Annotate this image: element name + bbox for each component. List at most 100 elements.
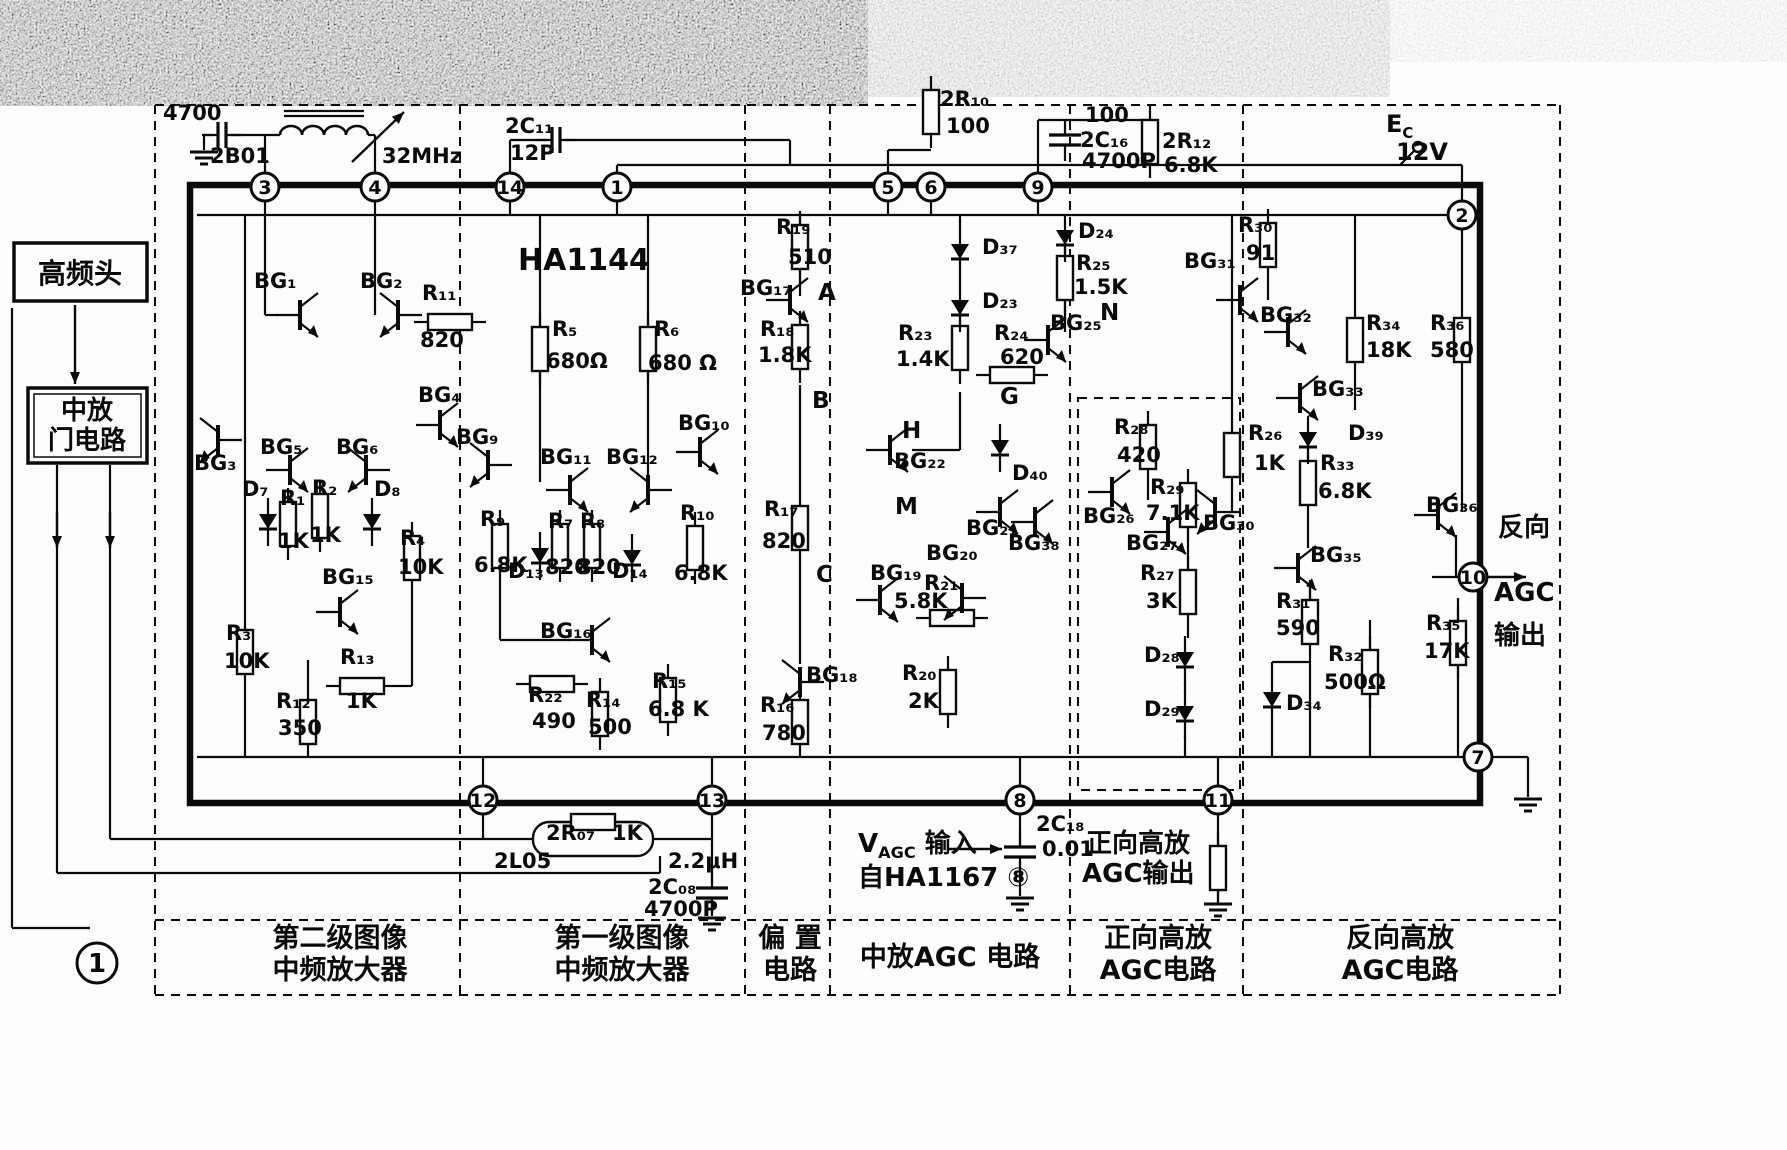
svg-text:12: 12 xyxy=(470,790,496,812)
d8-label: D₈ xyxy=(374,477,401,501)
pin-5: 5 xyxy=(872,171,904,203)
r30-value: 91 xyxy=(1246,241,1275,265)
res-r22 xyxy=(516,674,588,694)
if-gate-label-1: 中放 xyxy=(61,395,114,426)
bg22-label: BG₂₂ xyxy=(894,449,946,473)
r24-value: 620 xyxy=(1000,345,1044,369)
scan-noise-band-light xyxy=(1390,0,1787,62)
res-r35 xyxy=(1448,607,1468,679)
bjt-bg30 xyxy=(1196,489,1239,535)
r31-value: 590 xyxy=(1276,616,1320,640)
res-r11 xyxy=(414,312,486,332)
pin-7: 7 xyxy=(1462,741,1494,773)
arrow xyxy=(1487,572,1526,582)
tuner-box xyxy=(12,241,149,303)
pin-1: 1 xyxy=(601,171,633,203)
bg9-label: BG₉ xyxy=(456,425,498,449)
cap-4700-label: 4700 xyxy=(163,101,221,125)
freq-32mhz-label: 32MHz xyxy=(382,144,462,168)
r8-value: 820 xyxy=(577,555,621,579)
node-m: M xyxy=(895,494,918,520)
d23-label: D₂₃ xyxy=(982,289,1018,313)
r11-value: 820 xyxy=(420,328,464,352)
cap-2c08-label: 2C₀₈ xyxy=(648,875,696,899)
bg38-label: BG₃₈ xyxy=(1008,531,1060,555)
cap-4700 xyxy=(202,122,242,148)
pin-8: 8 xyxy=(1004,784,1036,816)
res-r34 xyxy=(1345,304,1365,376)
figure-marker-label: 1 xyxy=(88,949,106,979)
r4-label: R₄ xyxy=(400,526,425,550)
arrow xyxy=(105,512,115,548)
bg2-label: BG₂ xyxy=(360,269,402,293)
r22-value: 490 xyxy=(532,709,576,733)
d24-label: D₂₄ xyxy=(1078,219,1114,243)
d7-label: D₇ xyxy=(242,477,269,501)
power-name: EC​ xyxy=(1386,110,1413,142)
bg20-label: BG₂₀ xyxy=(926,541,978,565)
ground-symbol xyxy=(1204,902,1232,918)
coil-2b01-label: 2B01 xyxy=(210,144,270,168)
bg18-label: BG₁₈ xyxy=(806,663,858,687)
r20-label: R₂₀ xyxy=(902,661,937,685)
svg-text:9: 9 xyxy=(1031,177,1044,199)
r17-label: R₁₇ xyxy=(764,497,799,521)
r25-label: R₂₅ xyxy=(1076,251,1111,275)
r1-label: R₁ xyxy=(280,486,305,510)
bg17-label: BG₁₇ xyxy=(740,276,792,300)
bjt-bg10 xyxy=(676,429,719,475)
ec-terminal xyxy=(1411,140,1425,154)
scan-noise-band-mid xyxy=(868,0,1390,97)
bjt-bg1 xyxy=(276,292,319,338)
r5-label: R₅ xyxy=(552,317,577,341)
r5-value: 680Ω xyxy=(546,349,608,373)
section-label-1-1: 第一级图像 xyxy=(555,922,690,954)
if-gate-box xyxy=(26,386,149,465)
r23-value: 1.4K xyxy=(896,347,950,371)
r18-value: 1.8K xyxy=(758,343,812,367)
res-r27 xyxy=(1178,556,1198,628)
bg30-label: BG₃₀ xyxy=(1203,511,1255,535)
res-r7 xyxy=(550,510,570,582)
dio-d28 xyxy=(1176,636,1194,684)
res-r6 xyxy=(638,313,658,385)
res-2r07-value: 1K xyxy=(612,821,644,845)
bjt-bg20 xyxy=(943,575,986,621)
bg6-label: BG₆ xyxy=(336,435,378,459)
r32-label: R₃₂ xyxy=(1328,642,1363,666)
node-g: G xyxy=(1000,384,1019,410)
node-n: N xyxy=(1100,300,1119,326)
bjt-bg16 xyxy=(568,617,611,663)
cap-2c16 xyxy=(1049,119,1081,161)
bjt-bg33 xyxy=(1276,375,1319,421)
bg4-label: BG₄ xyxy=(418,383,460,407)
bg10-label: BG₁₀ xyxy=(678,411,730,435)
svg-text:3: 3 xyxy=(258,177,271,199)
section-label-2-2: 电路 xyxy=(763,954,818,986)
d34-label: D₃₄ xyxy=(1286,691,1322,715)
bg19-label: BG₁₉ xyxy=(870,561,922,585)
node-h: H xyxy=(902,418,921,444)
vagc-source: 自HA1167 ⑧ xyxy=(858,862,1029,893)
res-r12 xyxy=(298,686,318,758)
res-r30 xyxy=(1258,209,1278,281)
res-r3 xyxy=(235,616,255,688)
res-r8 xyxy=(582,510,602,582)
r19-label: R₁₉ xyxy=(776,215,811,239)
r15-value: 6.8 K xyxy=(648,697,710,721)
pin-13: 13 xyxy=(696,784,728,816)
rev-agc-out-1: 反向 xyxy=(1498,512,1550,543)
dio-d29 xyxy=(1176,690,1194,738)
res-pin11-ext xyxy=(1208,832,1228,904)
pin-10: 10 xyxy=(1457,561,1489,593)
cap-2c16-label: 2C₁₆ xyxy=(1080,128,1128,152)
res-r18 xyxy=(790,311,810,383)
res-2r12-label: 2R₁₂ xyxy=(1162,129,1211,153)
pin-2: 2 xyxy=(1446,199,1478,231)
svg-text:5: 5 xyxy=(881,177,894,199)
rev-agc-out-2: AGC xyxy=(1494,578,1555,608)
r25-value: 1.5K xyxy=(1074,275,1128,299)
bjt-bg19 xyxy=(856,577,899,623)
bjt-bg4 xyxy=(416,402,459,448)
